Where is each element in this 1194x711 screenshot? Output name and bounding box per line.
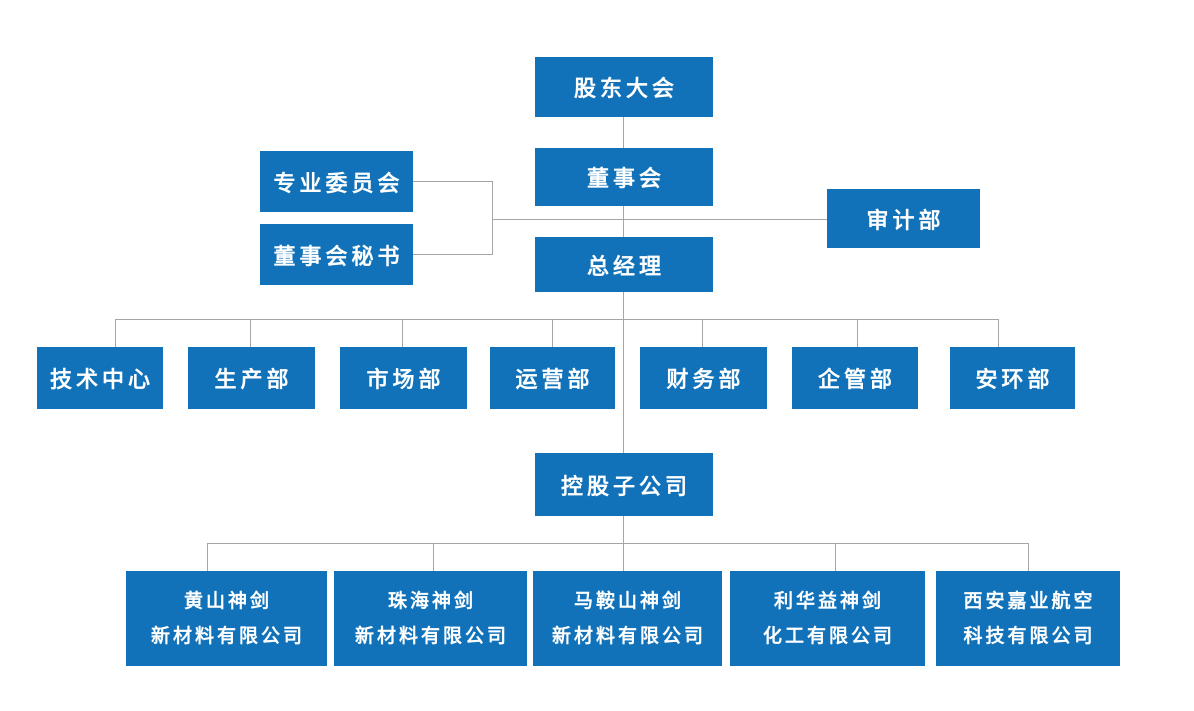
connector-shareholders-to-board — [623, 117, 624, 148]
connector-drop-dept-safety — [998, 319, 999, 347]
connector-left-branch-vertical — [492, 181, 493, 255]
connector-drop-dept-technology — [115, 319, 116, 347]
connector-drop-sub-huangshan — [207, 543, 208, 571]
connector-drop-sub-zhuhai — [433, 543, 434, 571]
node-subsidiary-zhuhai: 珠海神剑 新材料有限公司 — [334, 571, 527, 666]
node-holding-subsidiaries: 控股子公司 — [535, 453, 713, 516]
node-general-manager: 总经理 — [535, 237, 713, 292]
node-label: 市场部 — [366, 367, 445, 392]
node-dept-safety-environment: 安环部 — [950, 347, 1075, 409]
connector-drop-dept-marketing — [402, 319, 403, 347]
connector-committees-stub — [413, 181, 492, 182]
connector-drop-sub-xian — [1028, 543, 1029, 571]
node-label-line2: 化工有限公司 — [762, 625, 895, 647]
node-shareholders-meeting: 股东大会 — [535, 57, 713, 117]
node-label: 运营部 — [515, 367, 594, 392]
node-label: 控股子公司 — [560, 473, 691, 499]
node-label-line1: 马鞍山神剑 — [573, 590, 684, 612]
node-dept-enterprise-management: 企管部 — [792, 347, 918, 409]
node-subsidiary-lihuayi: 利华益神剑 化工有限公司 — [730, 571, 925, 666]
node-label: 董事会 — [586, 166, 665, 191]
node-label-line2: 新材料有限公司 — [551, 625, 706, 647]
node-label: 审计部 — [866, 207, 945, 233]
node-dept-operations: 运营部 — [490, 347, 615, 409]
node-label: 技术中心 — [49, 367, 154, 392]
connector-departments-bus — [115, 319, 999, 320]
node-label: 生产部 — [214, 367, 293, 392]
node-label-line2: 新材料有限公司 — [354, 625, 509, 647]
node-label: 安环部 — [975, 367, 1054, 392]
connector-drop-dept-operations — [552, 319, 553, 347]
node-dept-marketing: 市场部 — [340, 347, 467, 409]
node-label-line1: 黄山神剑 — [183, 590, 272, 612]
node-dept-technology-center: 技术中心 — [37, 347, 163, 409]
node-audit-department: 审计部 — [827, 189, 980, 248]
node-label-line1: 珠海神剑 — [387, 590, 476, 612]
node-label: 董事会秘书 — [273, 243, 404, 269]
node-label-line1: 西安嘉业航空 — [963, 590, 1096, 612]
connector-secretary-stub — [413, 254, 492, 255]
connector-subsidiaries-bus — [207, 543, 1029, 544]
connector-gm-to-holding — [623, 292, 624, 453]
node-label-line2: 新材料有限公司 — [150, 625, 305, 647]
node-label: 企管部 — [817, 367, 896, 392]
node-label-line2: 科技有限公司 — [963, 625, 1096, 647]
connector-drop-sub-lihuayi — [835, 543, 836, 571]
node-subsidiary-xian: 西安嘉业航空 科技有限公司 — [936, 571, 1120, 666]
node-label: 专业委员会 — [273, 170, 404, 196]
node-label-line1: 利华益神剑 — [773, 590, 884, 612]
node-board-secretary: 董事会秘书 — [260, 224, 413, 285]
connector-drop-dept-production — [250, 319, 251, 347]
connector-drop-dept-enterprise — [857, 319, 858, 347]
node-label: 股东大会 — [573, 76, 678, 101]
node-dept-finance: 财务部 — [640, 347, 767, 409]
node-label: 总经理 — [586, 253, 665, 279]
node-special-committees: 专业委员会 — [260, 151, 413, 212]
node-subsidiary-huangshan: 黄山神剑 新材料有限公司 — [126, 571, 327, 666]
node-label: 财务部 — [666, 367, 745, 392]
node-subsidiary-maanshan: 马鞍山神剑 新材料有限公司 — [533, 571, 722, 666]
connector-board-row-to-audit — [492, 219, 827, 220]
connector-board-to-gm — [623, 206, 624, 237]
connector-drop-dept-finance — [702, 319, 703, 347]
node-board-of-directors: 董事会 — [535, 148, 713, 206]
node-dept-production: 生产部 — [188, 347, 315, 409]
